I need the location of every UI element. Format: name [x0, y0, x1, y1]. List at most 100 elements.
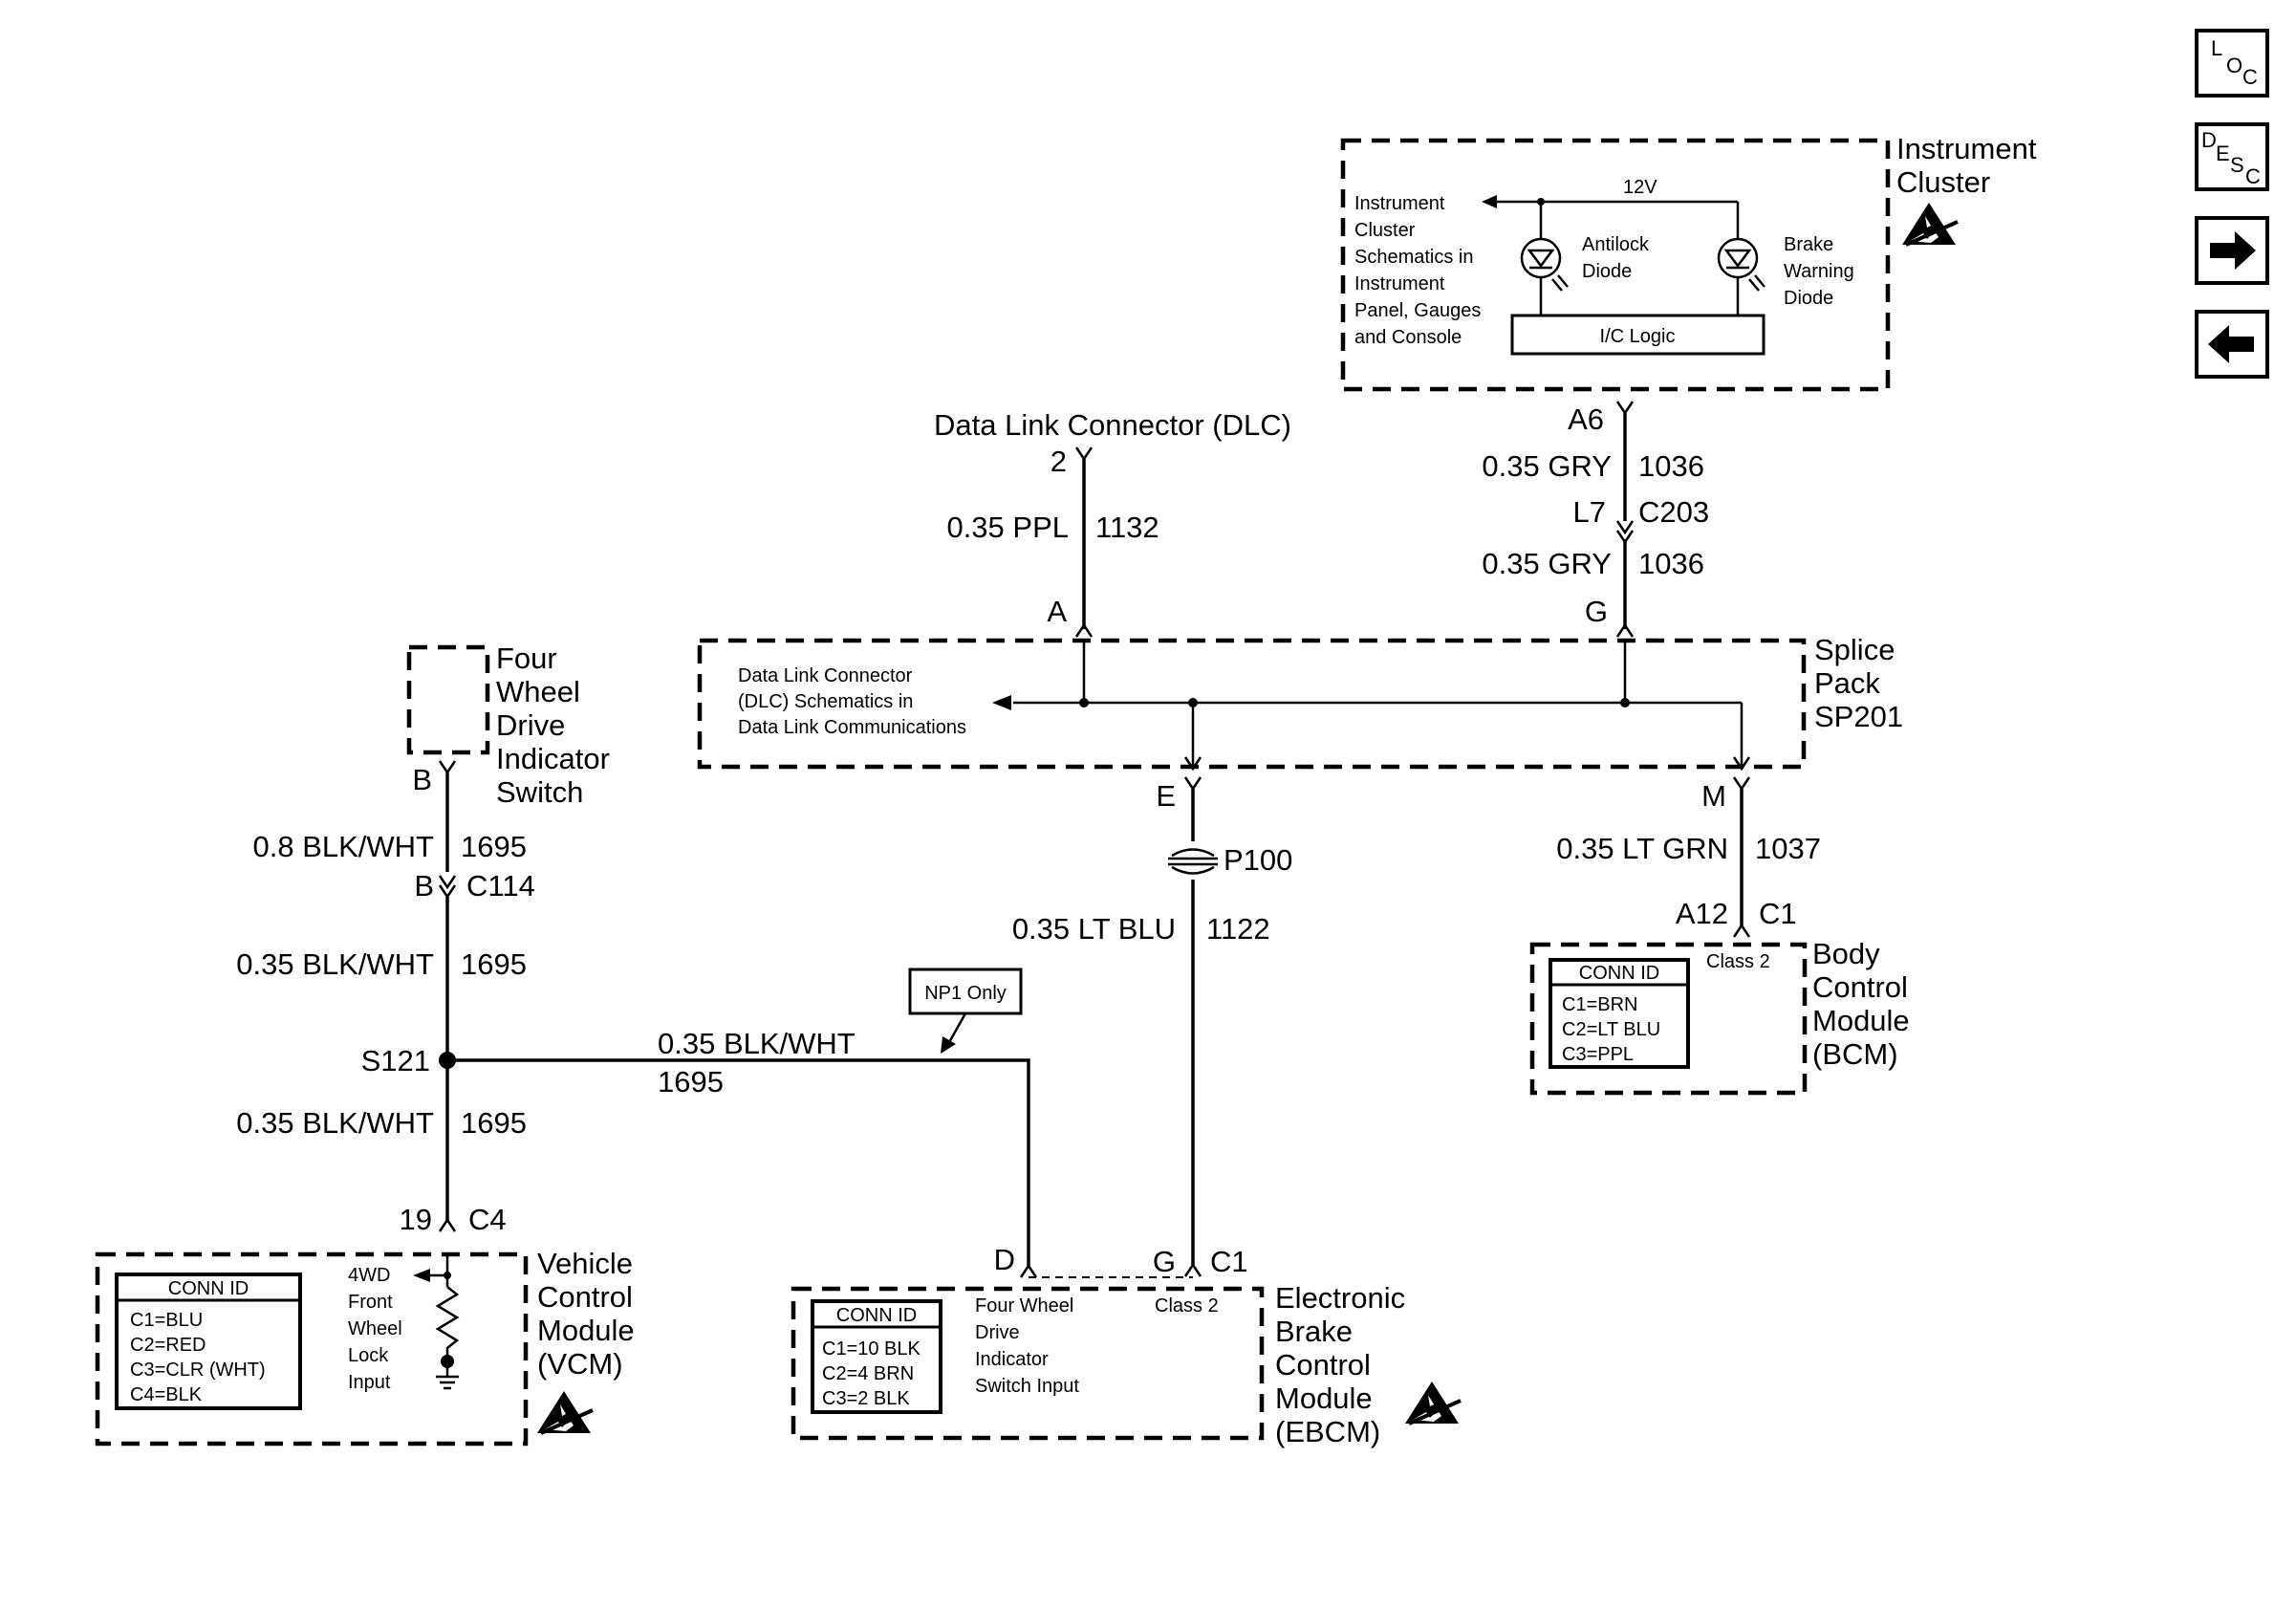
resistor-icon [435, 1286, 460, 1358]
bcm-title-4: (BCM) [1812, 1037, 1898, 1071]
desc-label-c: C [2245, 164, 2261, 188]
bcm-class-2: Class 2 [1706, 951, 1770, 972]
grn-gauge: 0.35 LT GRN [1556, 832, 1728, 865]
desc-button[interactable]: D E S C [2195, 122, 2269, 191]
esd-warning-icon [1900, 201, 1960, 247]
electronic-brake-control-module: D G C1 Electronic Brake Control Module (… [791, 1243, 1462, 1448]
4wd-switch-pin-b: B [412, 763, 432, 796]
p100-connector-icon [1168, 848, 1218, 875]
4wd-switch-title-5: Switch [496, 775, 583, 809]
c203-pin: L7 [1573, 495, 1606, 529]
bcm-pin-a12: A12 [1676, 897, 1728, 930]
loc-button[interactable]: L O C [2195, 29, 2269, 98]
antilock-label-2: Diode [1582, 261, 1632, 282]
body-control-module: Body Control Module (BCM) Class 2 CONN I… [1529, 937, 1910, 1096]
vcm-conn-id-table: CONN ID C1=BLU C2=RED C3=CLR (WHT) C4=BL… [115, 1273, 302, 1410]
4wd-switch-title-1: Four [496, 642, 557, 675]
sp201-pin-a: A [1047, 595, 1067, 628]
bcm-conn-c3: C3=PPL [1562, 1044, 1634, 1065]
ic-voltage: 12V [1623, 177, 1657, 198]
next-arrow-button[interactable] [2195, 216, 2269, 285]
bcm-conn-title: CONN ID [1579, 963, 1659, 984]
p100-label: P100 [1224, 843, 1292, 877]
vcm-input-5: Input [348, 1372, 391, 1393]
gry-circuit-lower: 1036 [1638, 547, 1704, 580]
brake-label-1: Brake [1784, 234, 1833, 255]
vcm-title-1: Vehicle [537, 1247, 633, 1280]
bcm-conn-c1: C1=BRN [1562, 994, 1637, 1015]
vcm-title-2: Control [537, 1280, 633, 1314]
pin-a6: A6 [1568, 402, 1604, 436]
right-arrow-icon [2210, 231, 2256, 270]
wire-1122: E P100 0.35 LT BLU 1122 [1012, 776, 1292, 1277]
4wd-switch-title-2: Wheel [496, 675, 580, 708]
esd-warning-icon [1403, 1380, 1462, 1425]
vcm-conn-c4: C4 [468, 1203, 507, 1236]
blk-gauge-1: 0.8 BLK/WHT [253, 830, 435, 863]
s121-label: S121 [361, 1044, 430, 1077]
ebcm-pin-g: G [1153, 1245, 1176, 1278]
vcm-conn-c4: C4=BLK [130, 1384, 203, 1405]
dlc-pin: 2 [1051, 445, 1067, 478]
dlc-circuit: 1132 [1095, 511, 1159, 544]
gry-gauge-lower: 0.35 GRY [1482, 547, 1612, 580]
ebcm-class-2: Class 2 [1155, 1295, 1219, 1316]
splice-pack-sp201: A G Splice Pack SP201 Data Link Connecto… [697, 595, 1903, 772]
ebcm-title-3: Control [1275, 1348, 1371, 1382]
vcm-title-3: Module [537, 1314, 635, 1347]
vcm-input-1: 4WD [348, 1265, 390, 1286]
ic-ref-line-1: Instrument [1354, 193, 1445, 214]
c203-label: C203 [1638, 495, 1709, 529]
ic-ref-line-2: Cluster [1354, 220, 1416, 241]
sp201-title-2: Pack [1814, 666, 1880, 700]
bcm-conn-c1: C1 [1759, 897, 1797, 930]
ic-ref-line-4: Instrument [1354, 273, 1445, 294]
loc-label-l: L [2211, 36, 2222, 60]
desc-label-s: S [2230, 153, 2244, 177]
sp201-ref-2: (DLC) Schematics in [738, 691, 913, 712]
np1-only-note: NP1 Only [908, 968, 1023, 1054]
esd-warning-icon [535, 1389, 595, 1435]
desc-label-e: E [2216, 141, 2230, 165]
blk-circuit-2: 1695 [461, 947, 527, 981]
prev-arrow-button[interactable] [2195, 310, 2269, 379]
ebcm-title-5: (EBCM) [1275, 1415, 1380, 1448]
blk-branch-circuit: 1695 [658, 1065, 724, 1099]
ebcm-input-2: Drive [975, 1322, 1020, 1343]
arrow-left-icon [992, 695, 1011, 710]
instrument-cluster: Instrument Cluster Instrument Cluster Sc… [1340, 132, 2037, 392]
ebcm-conn-c1: C1 [1210, 1245, 1248, 1278]
ebcm-title-2: Brake [1275, 1315, 1353, 1348]
bcm-title-1: Body [1812, 937, 1880, 970]
sp201-pin-g: G [1585, 595, 1608, 628]
4wd-switch-title-3: Drive [496, 708, 565, 742]
wire-1695: 0.8 BLK/WHT 1695 B C114 0.35 BLK/WHT 169… [236, 760, 1038, 1278]
wire-1132: Data Link Connector (DLC) 2 0.35 PPL 113… [934, 408, 1291, 638]
ebcm-conn-c1: C1=10 BLK [822, 1338, 921, 1360]
ebcm-conn-c2: C2=4 BRN [822, 1363, 914, 1384]
brake-label-2: Warning [1784, 261, 1854, 282]
ebcm-input-3: Indicator [975, 1349, 1049, 1370]
vcm-title-4: (VCM) [537, 1347, 623, 1381]
ebcm-input-1: Four Wheel [975, 1295, 1073, 1316]
4wd-switch-title-4: Indicator [496, 742, 610, 775]
ebcm-conn-title: CONN ID [836, 1305, 917, 1326]
sp201-ref-3: Data Link Communications [738, 717, 966, 738]
bcm-conn-c2: C2=LT BLU [1562, 1019, 1660, 1040]
ic-ref-line-6: and Console [1354, 327, 1462, 348]
sp201-title-3: SP201 [1814, 700, 1903, 733]
antilock-label-1: Antilock [1582, 234, 1650, 255]
bcm-title-2: Control [1812, 970, 1908, 1004]
c114-label: C114 [466, 869, 535, 903]
instrument-cluster-title-2: Cluster [1896, 165, 1990, 199]
ebcm-input-4: Switch Input [975, 1376, 1079, 1397]
vcm-conn-c2: C2=RED [130, 1335, 206, 1356]
loc-label-o: O [2226, 54, 2242, 77]
ebcm-pin-d: D [994, 1243, 1015, 1276]
brake-warning-diode-icon [1717, 237, 1765, 292]
vcm-pin-19: 19 [400, 1203, 432, 1236]
vcm-input-2: Front [348, 1292, 393, 1313]
ebcm-conn-id-table: CONN ID C1=10 BLK C2=4 BRN C3=2 BLK [811, 1299, 942, 1414]
c114-pin-b: B [414, 869, 434, 903]
